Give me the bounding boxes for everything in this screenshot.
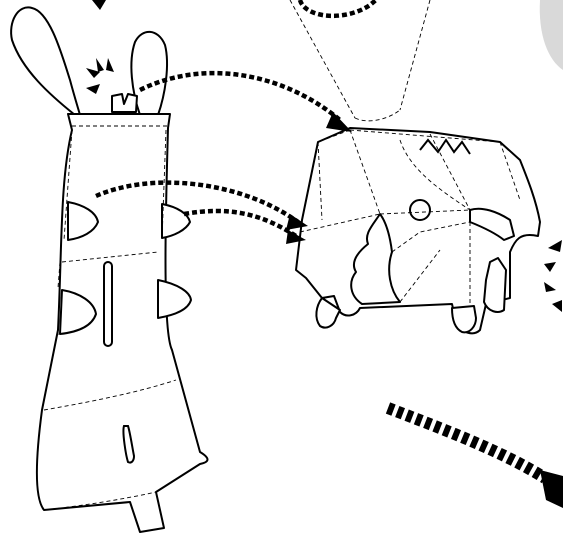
spark-marks-left (86, 58, 114, 94)
big-arrowhead (540, 470, 563, 508)
top-fold-lines (290, 0, 430, 121)
left-ear (11, 7, 80, 115)
arrow-tab-to-top (140, 73, 340, 120)
arrowhead-tab (326, 112, 352, 132)
spark-marks-right (544, 240, 562, 312)
top-spark-mark (92, 0, 106, 10)
top-tab (112, 94, 137, 112)
grey-corner-shape (540, 0, 563, 70)
arrow-flap2-to-side (184, 211, 296, 236)
flap-right-lower (158, 280, 191, 318)
big-dashed-arrow (388, 408, 545, 478)
top-dashed-arc (300, 0, 376, 16)
flap-right-upper (162, 204, 190, 238)
rear-leg (452, 306, 476, 332)
cutout-template (11, 7, 207, 532)
assembled-creature (296, 128, 562, 333)
